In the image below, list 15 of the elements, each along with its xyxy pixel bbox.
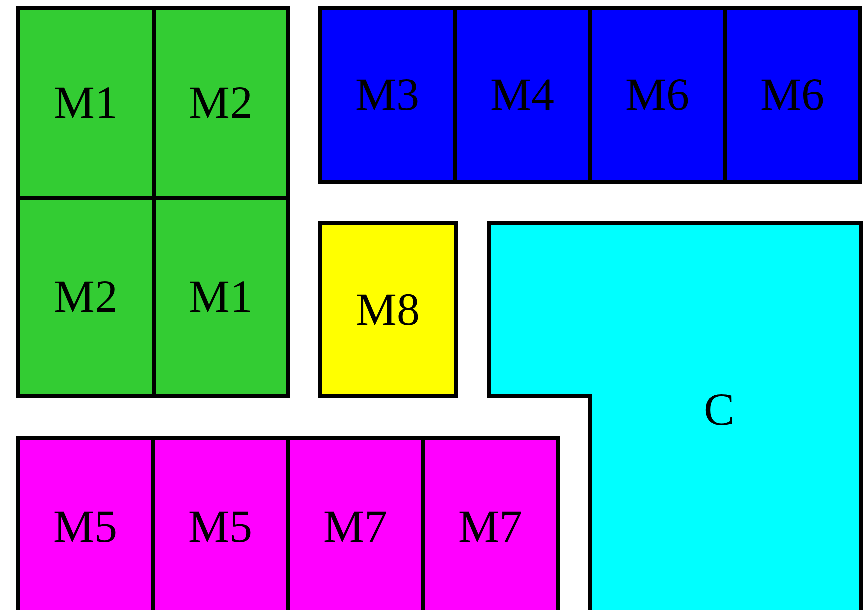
block-label: M4 (490, 72, 554, 118)
block-label: M2 (54, 274, 118, 320)
block-label: C (704, 387, 735, 433)
block-label: M6 (760, 72, 824, 118)
block-label: M2 (189, 80, 253, 126)
block-label: M7 (324, 504, 388, 550)
block-label: M5 (188, 504, 252, 550)
block-label: M1 (189, 274, 253, 320)
block-cell (318, 221, 458, 398)
block-label: M3 (356, 72, 420, 118)
block-label: M5 (54, 504, 118, 550)
block-label: M1 (54, 80, 118, 126)
block-label: M8 (356, 286, 420, 332)
block-label: M7 (458, 504, 522, 550)
block-label: M6 (626, 72, 690, 118)
